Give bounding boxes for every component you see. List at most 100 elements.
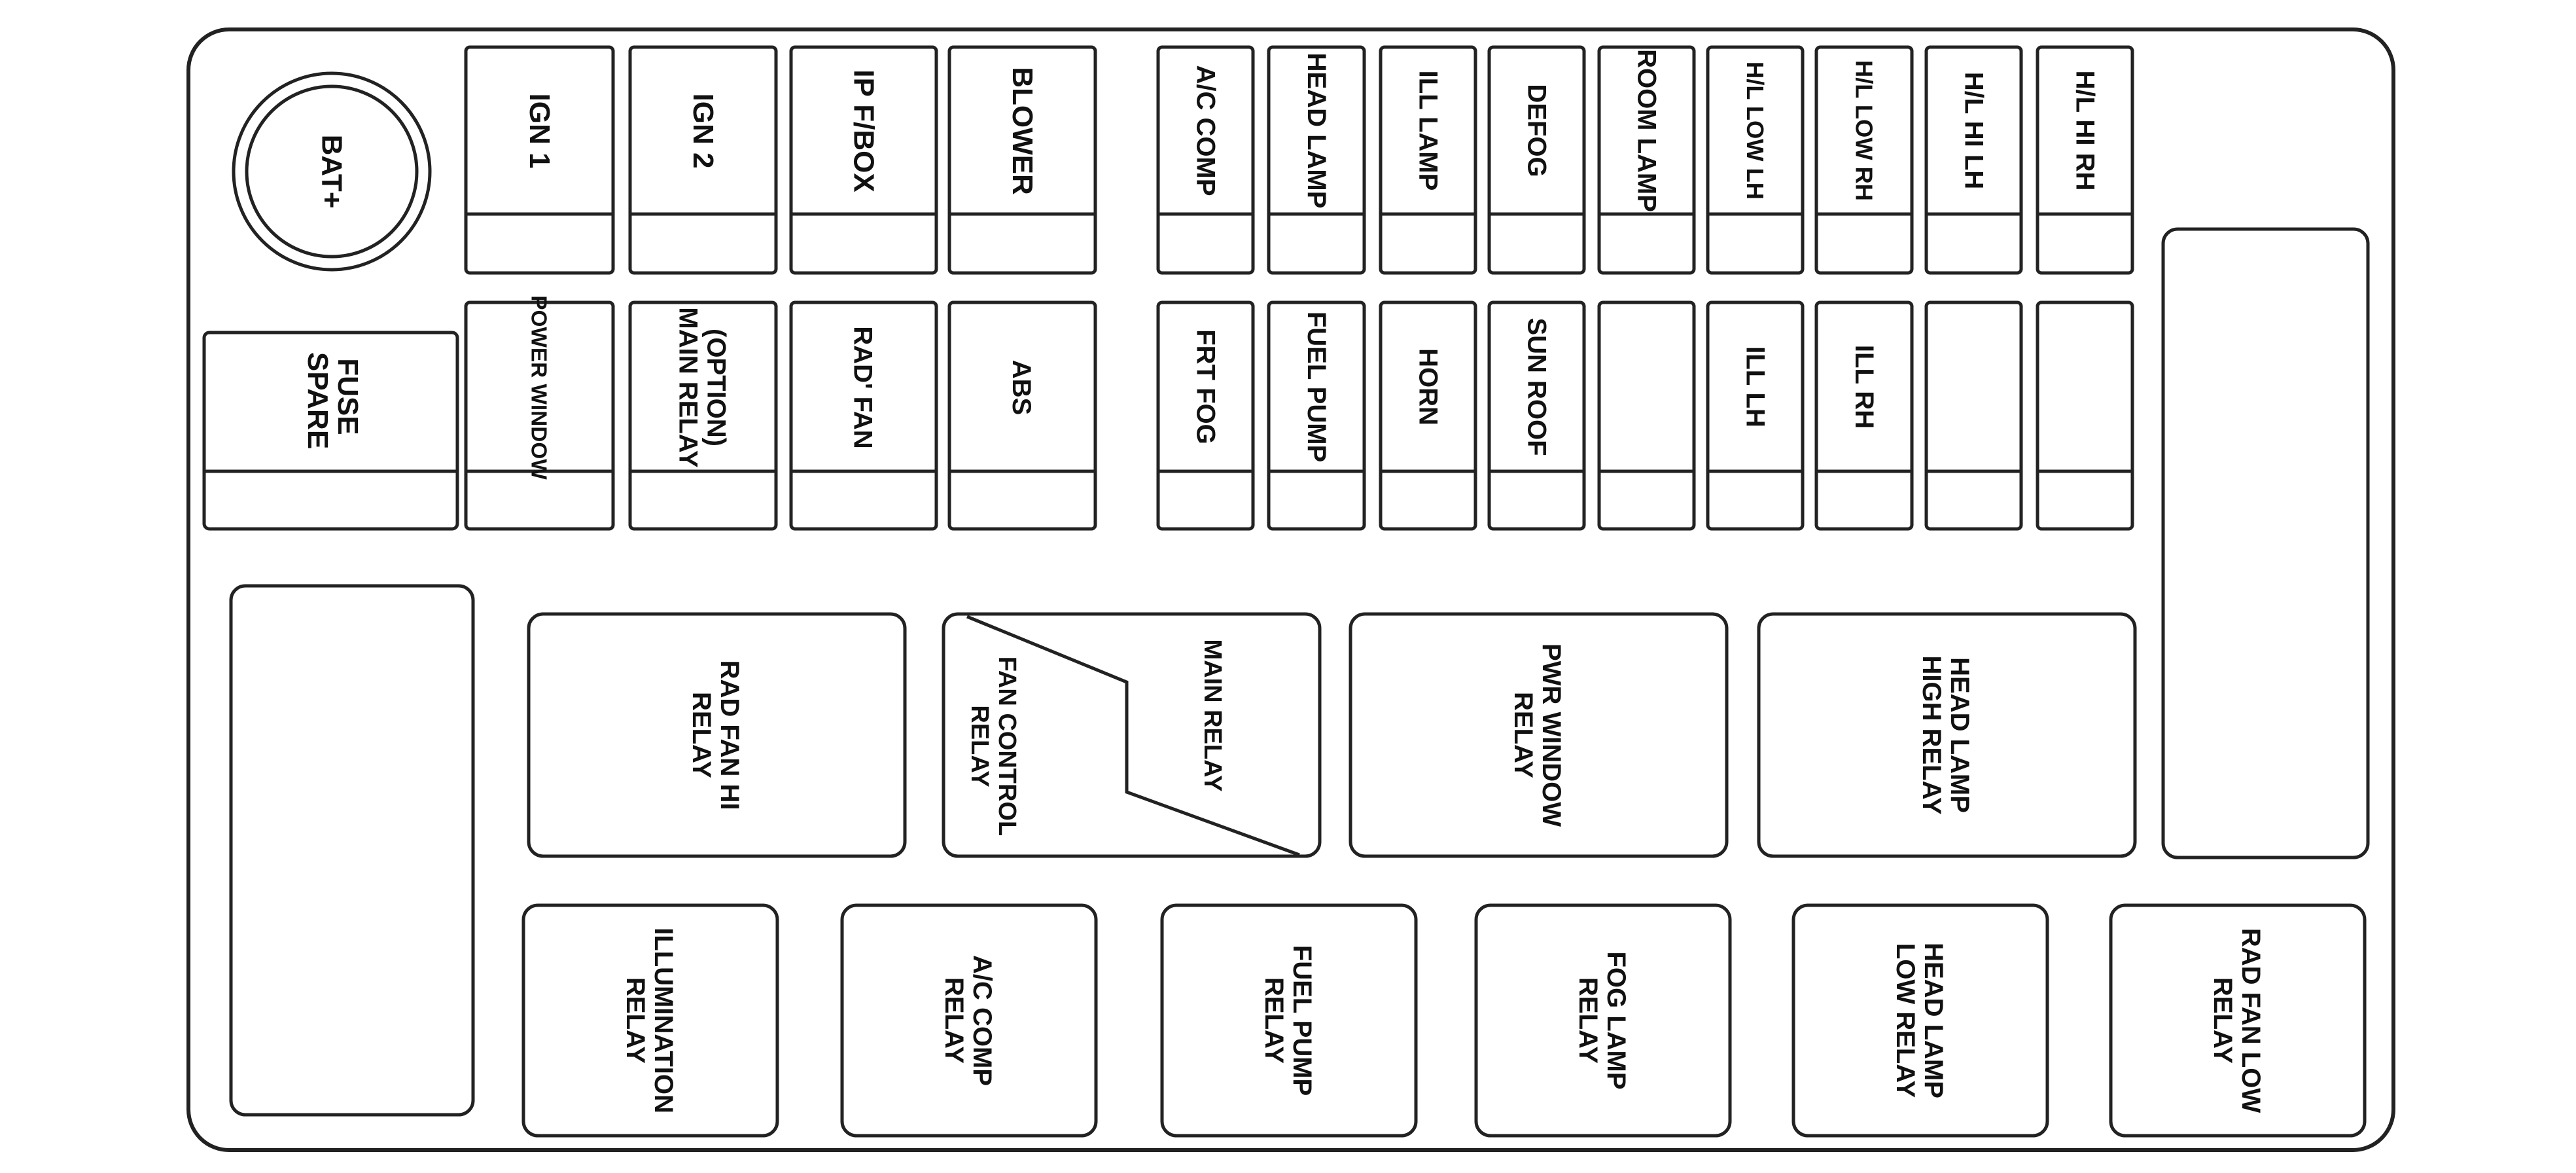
relay-fuel-pump-relay: FUEL PUMPRELAY [1160,903,1418,1138]
relay-head-lamp-high-relay-label: HEAD LAMPHIGH RELAY [1917,655,1974,814]
fuse-h-l-hi-rh-label: H/L HI RH [2071,71,2100,191]
relay-head-lamp-low-relay-label: HEAD LAMPLOW RELAY [1891,943,1948,1098]
fuse-sun-roof-label: SUN ROOF [1523,317,1551,456]
relay-rad-fan-low-relay: RAD FAN LOWRELAY [2109,903,2367,1138]
fuse-horn-label: HORN [1414,348,1443,425]
fuse-blower: BLOWER [947,45,1097,275]
battery-terminal: BAT+ [232,71,432,272]
fuse-h-l-low-rh-label: H/L LOW RH [1851,60,1878,201]
relay-a-c-comp-relay-label: A/C COMPRELAY [940,955,997,1086]
relay-fuel-pump-relay-label-line-2: RELAY [1260,977,1288,1064]
fuse-ill-rh-label: ILL RH [1850,345,1879,429]
relay-pwr-window-relay-label-line-1: PWR WINDOW [1537,643,1566,827]
fuse-ill-rh: ILL RH [1814,300,1914,531]
fuse-spare-label: FUSE SPARE [302,352,364,449]
fan-control-relay-label: FAN CONTROLRELAY [966,657,1021,836]
fuse-h-l-hi-rh: H/L HI RH [2036,45,2134,275]
fuse-h-l-hi-lh-label: H/L HI LH [1960,72,1988,189]
relay-a-c-comp-relay: A/C COMPRELAY [840,903,1098,1138]
fuse-abs-label-line-1: ABS [1007,360,1036,415]
relay-illumination-relay-label: ILLUMINATIONRELAY [621,928,678,1113]
fuse-ill-lamp: ILL LAMP [1379,45,1477,275]
relay-rad-fan-hi-relay-label-line-1: RAD FAN HI [715,660,744,810]
relay-head-lamp-low-relay-label-line-2: LOW RELAY [1891,943,1920,1098]
relay-fog-lamp-relay-label-line-2: RELAY [1574,977,1602,1064]
relay-head-lamp-high-relay: HEAD LAMPHIGH RELAY [1757,612,2137,858]
relay-fuel-pump-relay-label: FUEL PUMPRELAY [1260,945,1316,1096]
fuse-ign-1-label: IGN 1 [523,94,556,169]
fuse-h-l-hi-lh: H/L HI LH [1924,45,2023,275]
relay-fuel-pump-relay-label-line-1: FUEL PUMP [1288,945,1316,1096]
fuse-h-l-low-lh-label: H/L LOW LH [1742,62,1769,200]
relay-pwr-window-relay-label: PWR WINDOWRELAY [1509,643,1566,827]
fuse-power-window-label: POWER WINDOW [527,295,551,480]
maxi-fuse-row-bottom: POWER WINDOW (OPTION)MAIN RELAY RAD' FAN AB… [464,295,1097,531]
relay-fog-lamp-relay-label: FOG LAMPRELAY [1574,951,1631,1089]
fuse-ill-lh: ILL LH [1706,300,1805,531]
fuse-frt-fog-label: FRT FOG [1191,329,1220,444]
relay-rad-fan-hi-relay: RAD FAN HIRELAY [527,612,907,858]
relay-illumination-relay-label-line-1: ILLUMINATION [649,928,678,1113]
fuse-empty-9 [2036,300,2134,531]
fuse-ip-f-box-label: IP F/BOX [848,69,880,192]
fuse-a-c-comp-label: A/C COMP [1191,65,1220,196]
fuse-abs-label: ABS [1007,360,1036,415]
fuse-option-main-relay-label: (OPTION)MAIN RELAY [674,307,731,468]
fuse-power-window: POWER WINDOW [464,295,615,531]
relay-head-lamp-high-relay-label-line-1: HEAD LAMP [1945,657,1974,813]
blank-slot-left [229,584,475,1117]
fuse-h-l-low-lh: H/L LOW LH [1706,45,1805,275]
relay-rad-fan-hi-relay-label-line-2: RELAY [687,692,716,778]
fuse-fuel-pump: FUEL PUMP [1267,300,1366,531]
fuse-head-lamp-label: HEAD LAMP [1302,53,1331,209]
fuse-ill-lamp-label: ILL LAMP [1414,71,1443,191]
split-relay: MAIN RELAY FAN CONTROLRELAY [942,612,1322,858]
blank-slot-right [2161,227,2370,859]
relay-fog-lamp-relay: FOG LAMPRELAY [1474,903,1732,1138]
mini-fuse-row-bottom: FRT FOG FUEL PUMP HORN SUN ROOF ILL LH ILL RH [1156,300,2134,531]
relay-a-c-comp-relay-label-line-1: A/C COMP [968,955,997,1086]
relay-a-c-comp-relay-label-line-2: RELAY [940,977,968,1064]
relay-rad-fan-low-relay-label: RAD FAN LOWRELAY [2208,928,2265,1113]
fuse-rad-fan: RAD' FAN [789,300,938,531]
fuse-empty-8 [1924,300,2023,531]
fuse-horn: HORN [1379,300,1477,531]
fuse-room-lamp: ROOM LAMP [1597,45,1696,275]
fuse-spare-line-1: FUSE [332,358,364,435]
main-relay-label: MAIN RELAY [1199,640,1226,792]
mini-fuse-row-top: A/C COMP HEAD LAMP ILL LAMP DEFOG ROOM LAMP H… [1156,45,2134,275]
fuse-defog-label: DEFOG [1523,84,1551,177]
fuse-ip-f-box: IP F/BOX [789,45,938,275]
fuse-ign-2: IGN 2 [628,45,778,275]
maxi-fuse-row-top: IGN 1 IGN 2 IP F/BOX BLOWER [464,45,1097,275]
relay-illumination-relay-label-line-2: RELAY [621,977,650,1064]
relay-rad-fan-low-relay-label-line-1: RAD FAN LOW [2236,928,2265,1113]
relay-head-lamp-high-relay-label-line-2: HIGH RELAY [1917,655,1946,814]
fuse-a-c-comp: A/C COMP [1156,45,1255,275]
fuse-empty-5 [1597,300,1696,531]
fuse-defog: DEFOG [1487,45,1586,275]
relay-pwr-window-relay: PWR WINDOWRELAY [1349,612,1729,858]
fuse-abs: ABS [947,300,1097,531]
main-relay-line-1: MAIN RELAY [1199,640,1226,792]
fan-control-relay-line-1: FAN CONTROL [993,657,1021,836]
fuse-spare-line-2: SPARE [302,352,334,449]
fuse-ign-1: IGN 1 [464,45,615,275]
relay-pwr-window-relay-label-line-2: RELAY [1509,692,1538,778]
fuse-frt-fog: FRT FOG [1156,300,1255,531]
fuse-fuel-pump-label: FUEL PUMP [1302,312,1331,462]
battery-terminal-label: BAT+ [316,135,348,209]
fuse-option-main-relay-label-line-2: MAIN RELAY [674,307,703,468]
relay-head-lamp-low-relay: HEAD LAMPLOW RELAY [1791,903,2049,1138]
fuse-option-main-relay-label-line-1: (OPTION) [702,329,731,446]
fuse-power-window-label-line-1: POWER WINDOW [527,295,551,480]
fuse-ill-lh-label: ILL LH [1741,346,1770,427]
fuse-blower-label: BLOWER [1006,67,1038,195]
fuse-head-lamp: HEAD LAMP [1267,45,1366,275]
relay-fog-lamp-relay-label-line-1: FOG LAMP [1602,951,1631,1089]
fuse-room-lamp-label: ROOM LAMP [1632,49,1661,212]
fuse-rad-fan-label: RAD' FAN [849,326,877,448]
